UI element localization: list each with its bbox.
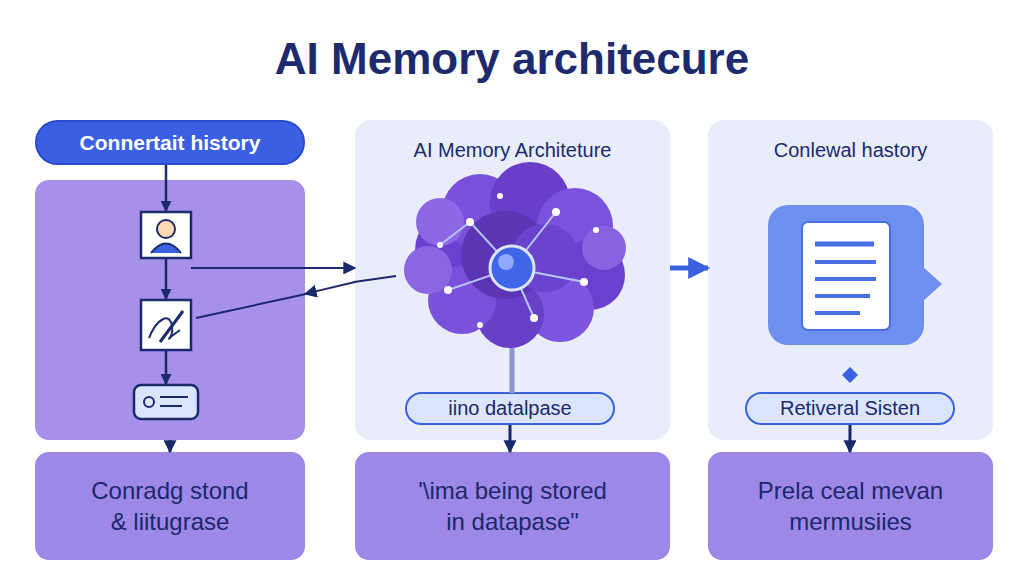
connector-group — [170, 268, 850, 452]
node-text: Retiveral Sisten — [780, 397, 920, 420]
brain-lobe — [416, 198, 464, 246]
icon-frame — [141, 212, 191, 258]
signature-icon — [149, 318, 180, 338]
brain-lobe — [537, 188, 613, 264]
text-line — [815, 311, 860, 315]
leader-line — [196, 294, 306, 318]
text-line — [815, 277, 876, 281]
text-line — [815, 242, 874, 247]
network-dot — [466, 218, 474, 226]
text-line — [815, 260, 876, 264]
flow-arrow — [165, 165, 168, 211]
connector-arrow — [305, 267, 355, 269]
device-line — [160, 396, 188, 398]
diamond-mark — [842, 367, 858, 383]
connector-arrow — [670, 266, 708, 271]
leader-line — [191, 267, 306, 269]
brain-lobe — [490, 162, 570, 242]
brain-lobe — [404, 246, 452, 294]
retrieval-panel: Conlewal hastoryRetiveral Sisten — [708, 120, 993, 440]
network-dot — [530, 314, 538, 322]
network-link — [470, 222, 512, 268]
network-dot — [497, 193, 503, 199]
connector-arrow — [508, 425, 511, 452]
brain-lobe — [461, 211, 549, 299]
result-box: Conradg stond & liitugrase — [35, 452, 305, 560]
result-box: '\ima being stored in datapase" — [355, 452, 670, 560]
icon-frame — [141, 300, 191, 350]
network-dot — [444, 286, 452, 294]
input-panel: Connertait history — [35, 180, 305, 440]
node-text: Conradg stond & liitugrase — [85, 475, 255, 537]
document-page — [802, 222, 890, 330]
person-head — [157, 220, 175, 238]
device-icon — [134, 385, 198, 419]
flow-arrow — [165, 350, 168, 384]
text-line — [815, 294, 870, 298]
brain-lobe — [526, 274, 594, 342]
tree-trunk — [510, 285, 515, 393]
network-dot — [580, 278, 588, 286]
connector-arrow — [169, 440, 172, 452]
network-link — [448, 268, 512, 290]
pill-label: iino datalpase — [405, 392, 615, 425]
network-dot — [437, 242, 443, 248]
node-text: '\ima being stored in datapase" — [413, 475, 613, 537]
device-line — [160, 405, 182, 407]
network-dot — [593, 227, 599, 233]
node-heading: Connertait history — [35, 120, 305, 165]
flow-arrow — [165, 258, 168, 299]
network-dot — [477, 322, 483, 328]
node-heading: Conlewal hastory — [708, 139, 993, 162]
left-flow — [134, 165, 396, 419]
chat-bubble — [768, 205, 924, 345]
memory-panel: AI Memory Architeture iino datalpase — [355, 120, 670, 440]
pill-label: Retiveral Sisten — [745, 392, 955, 425]
connector-arrow — [305, 282, 355, 294]
brain-lobe — [428, 266, 496, 334]
core-node — [490, 246, 534, 290]
core-highlight — [498, 254, 514, 270]
network-link — [512, 268, 534, 318]
network-link — [512, 212, 556, 268]
node-heading: AI Memory Architeture — [355, 139, 670, 162]
network-link — [440, 222, 470, 245]
person-shoulders — [151, 244, 181, 254]
brain-lobe — [511, 224, 579, 292]
connector-arrow — [848, 425, 851, 452]
leader-line — [354, 276, 396, 282]
diagram-title: AI Memory architecure — [0, 34, 1024, 84]
brain-lobe — [582, 226, 626, 270]
brain-lobe — [415, 210, 495, 290]
brain-lobe — [476, 280, 544, 348]
bubble-tail — [922, 266, 942, 302]
node-text: iino datalpase — [448, 397, 571, 420]
result-box: Prela ceal mevan mermusiies — [708, 452, 993, 560]
brain-lobe — [555, 240, 625, 310]
pen-icon — [160, 311, 183, 342]
brain-lobe — [442, 174, 518, 250]
network-dot — [552, 208, 560, 216]
brain-tree — [404, 162, 626, 393]
document-icon — [768, 205, 942, 383]
device-dot — [144, 397, 154, 407]
network-link — [512, 268, 584, 282]
node-text: Prela ceal mevan mermusiies — [736, 475, 966, 537]
